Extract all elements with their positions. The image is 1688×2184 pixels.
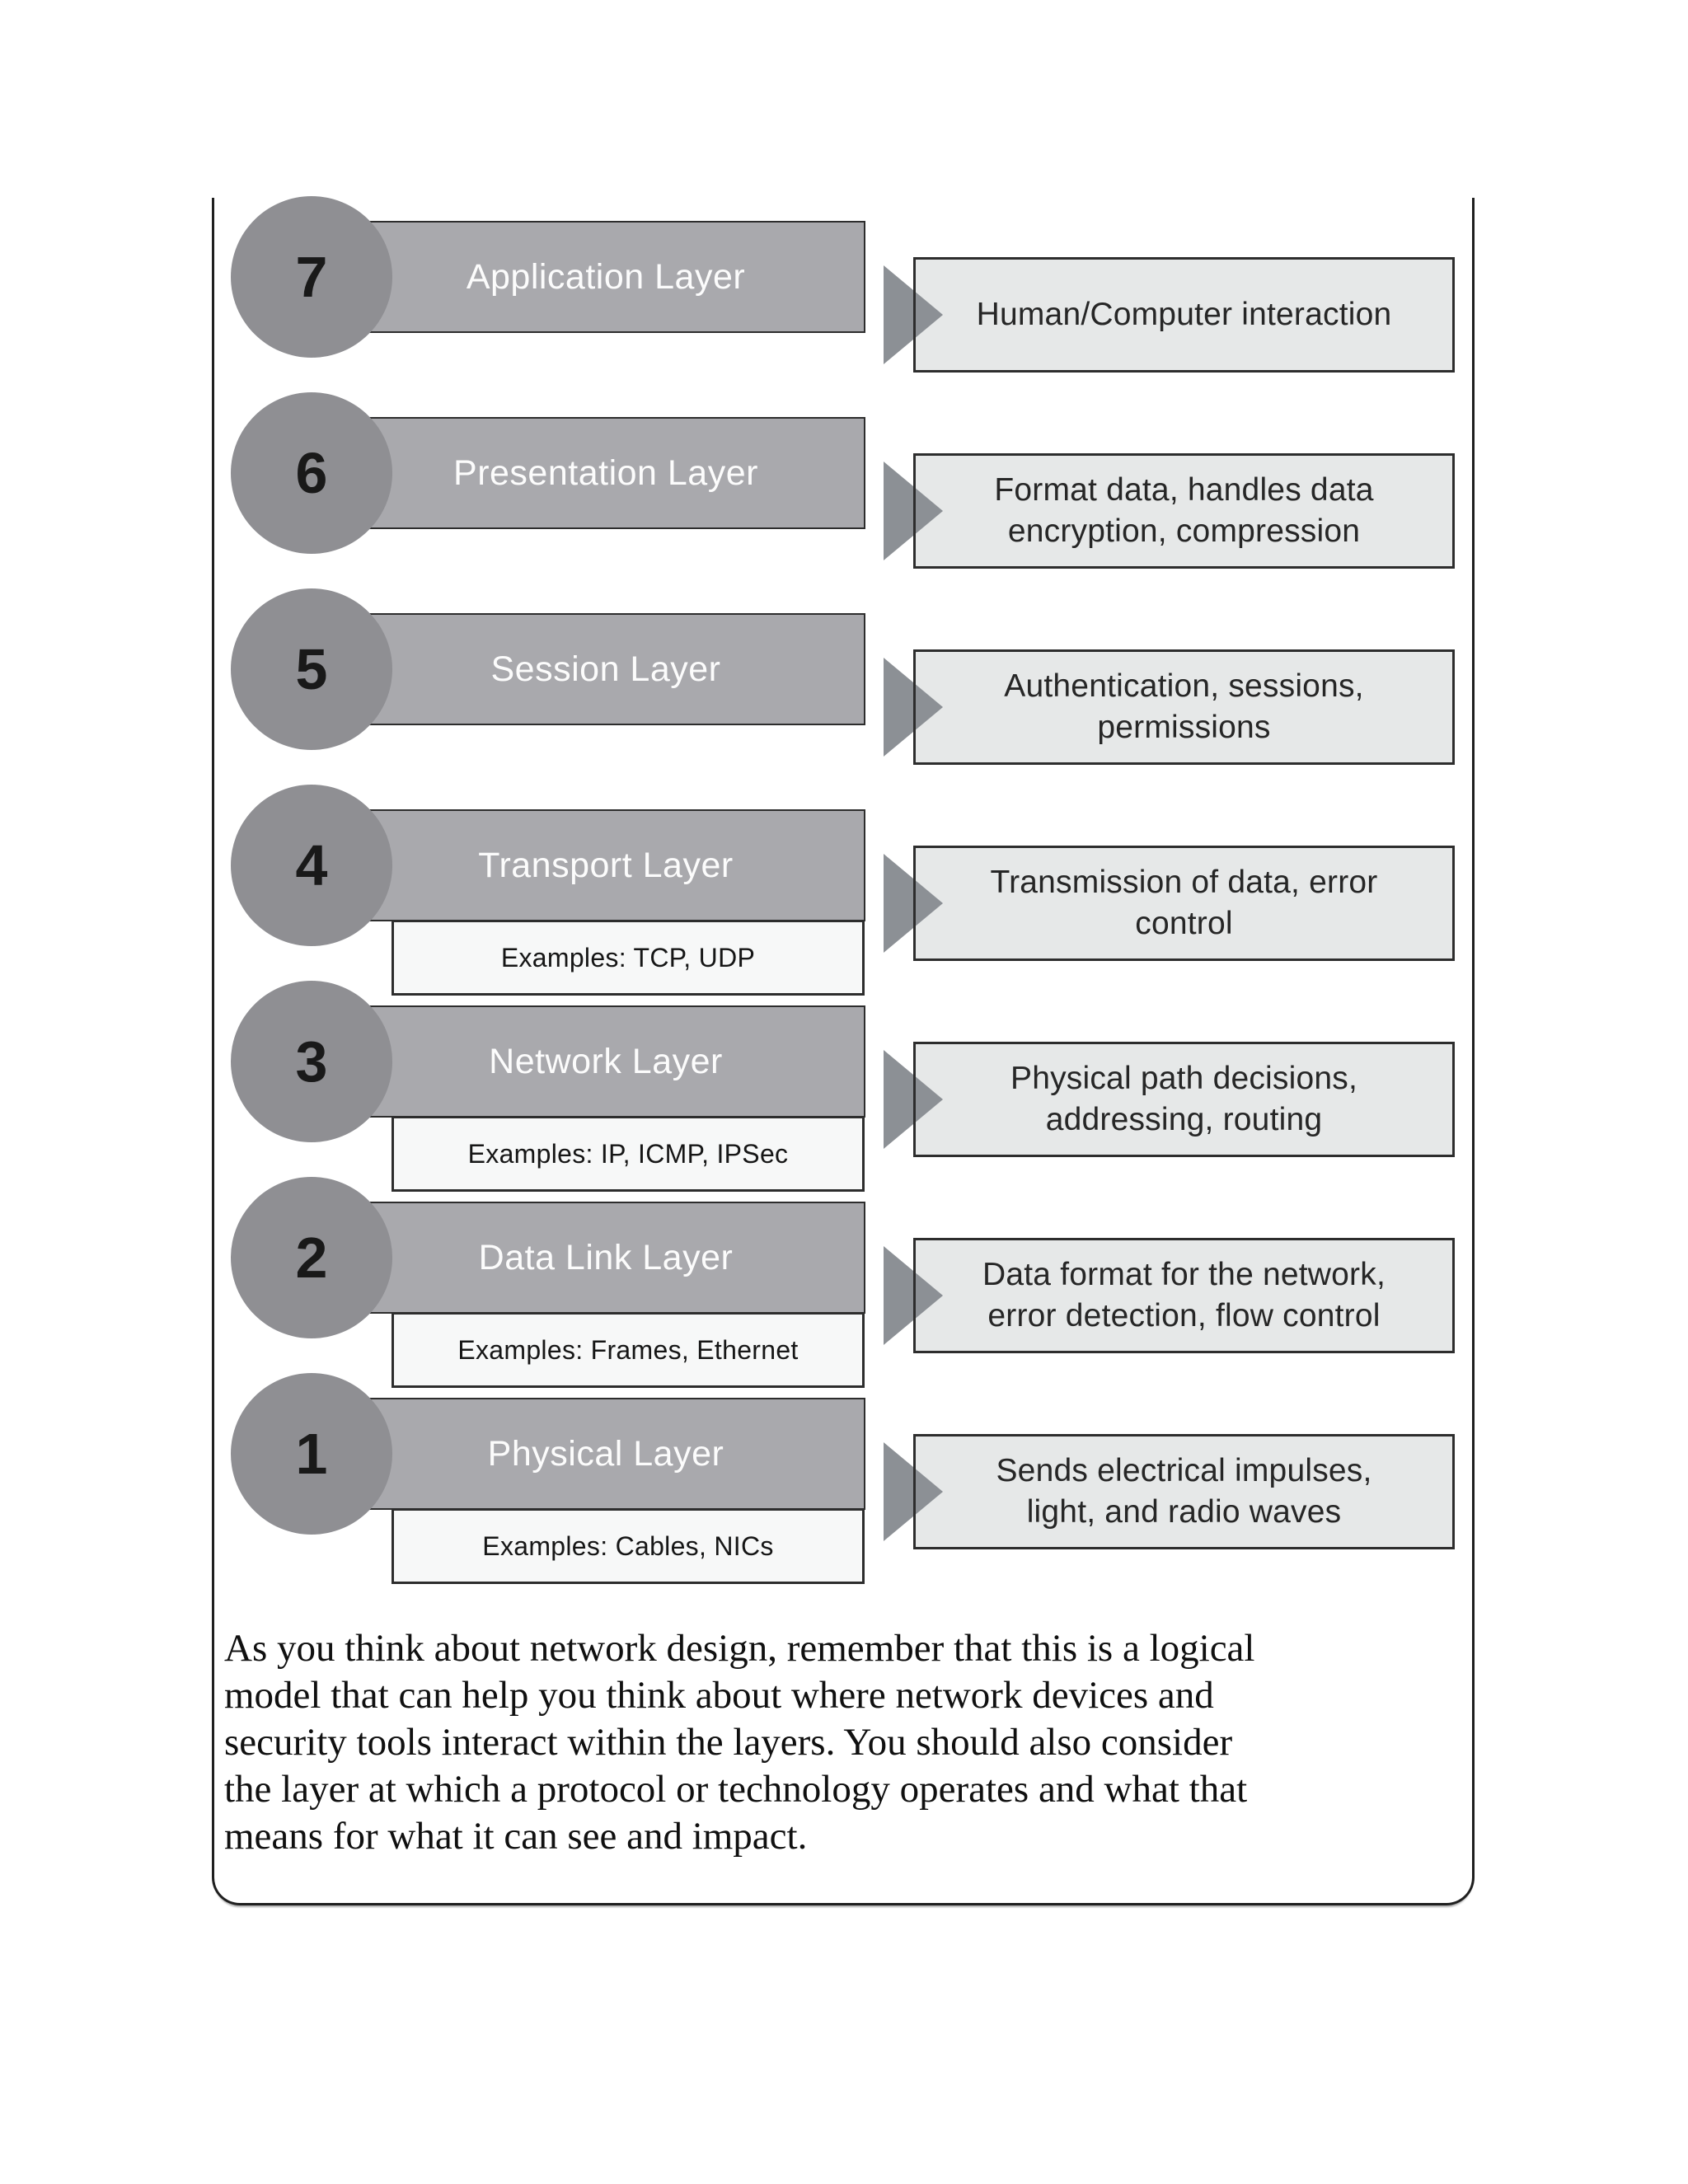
description-box-left-border [913,257,916,373]
layer-number: 4 [295,833,328,898]
layer-description: addressing, routing [1045,1102,1323,1137]
description-box-left-border [913,453,916,569]
layer-number: 1 [295,1422,328,1486]
layer-examples: Examples: IP, ICMP, IPSec [467,1138,789,1169]
layer-bar: Session Layer [346,613,865,725]
note-line: security tools interact within the layer… [224,1721,1233,1764]
description-box-left-border [913,1238,916,1353]
layer-number: 5 [295,637,328,701]
layer-bar: Data Link Layer [346,1202,865,1314]
layer-examples-box: Examples: Cables, NICs [392,1508,865,1584]
layer-examples: Examples: Cables, NICs [482,1530,774,1561]
layer-name: Data Link Layer [478,1237,734,1277]
note-line: the layer at which a protocol or technol… [224,1768,1248,1811]
description-box-left-border [913,846,916,961]
layer-description: Format data, handles data [994,472,1374,508]
layer-description: encryption, compression [1007,513,1361,549]
layer-number-badge: 7 [231,196,392,358]
layer-description: Physical path decisions, [1010,1061,1358,1096]
layer-description: Transmission of data, error [990,865,1378,900]
layer-bar: Network Layer [346,1005,865,1118]
description-box-left-border [913,649,916,765]
figure-frame [212,198,1475,1905]
layer-description-box: Data format for the network, error detec… [913,1238,1455,1353]
layer-number: 2 [295,1226,328,1290]
layer-description-box: Physical path decisions, addressing, rou… [913,1042,1455,1157]
layer-description: Authentication, sessions, [1004,668,1364,704]
layer-description-box: Authentication, sessions, permissions [913,649,1455,765]
layer-bar: Physical Layer [346,1398,865,1510]
layer-name: Presentation Layer [453,452,758,493]
layer-description: control [1135,906,1233,941]
layer-description: Human/Computer interaction [976,297,1392,332]
layer-examples: Examples: Frames, Ethernet [457,1334,799,1365]
layer-bar: Transport Layer [346,809,865,921]
layer-description-box: Sends electrical impulses, light, and ra… [913,1434,1455,1549]
layer-description-box: Human/Computer interaction [913,257,1455,373]
layer-description: Sends electrical impulses, [996,1453,1372,1488]
layer-number-badge: 2 [231,1177,392,1338]
layer-description: error detection, flow control [987,1298,1381,1333]
layer-number-badge: 6 [231,392,392,554]
layer-description: permissions [1097,710,1271,745]
layer-examples: Examples: TCP, UDP [500,942,756,972]
layer-number: 7 [295,245,328,309]
description-box-left-border [913,1434,916,1549]
note-line: model that can help you think about wher… [224,1674,1214,1717]
layer-number-badge: 4 [231,785,392,946]
layer-number: 6 [295,441,328,505]
note-line: means for what it can see and impact. [224,1815,808,1858]
layer-number: 3 [295,1029,328,1094]
note-paragraph: As you think about network design, remem… [224,1625,1456,1860]
layer-examples-box: Examples: TCP, UDP [392,920,865,996]
layer-examples-box: Examples: Frames, Ethernet [392,1312,865,1388]
layer-description: Data format for the network, [982,1257,1386,1292]
description-box-left-border [913,1042,916,1157]
layer-name: Physical Layer [487,1433,724,1474]
note-line: As you think about network design, remem… [224,1627,1255,1670]
layer-description: light, and radio waves [1026,1494,1342,1530]
layer-description-box: Format data, handles data encryption, co… [913,453,1455,569]
layer-name: Application Layer [466,256,746,297]
layer-name: Transport Layer [478,845,734,885]
layer-number-badge: 1 [231,1373,392,1535]
layer-examples-box: Examples: IP, ICMP, IPSec [392,1116,865,1192]
layer-name: Network Layer [489,1041,723,1081]
layer-description-box: Transmission of data, error control [913,846,1455,961]
layer-bar: Application Layer [346,221,865,333]
layer-number-badge: 5 [231,588,392,750]
layer-number-badge: 3 [231,981,392,1142]
layer-bar: Presentation Layer [346,417,865,529]
layer-name: Session Layer [490,649,721,689]
